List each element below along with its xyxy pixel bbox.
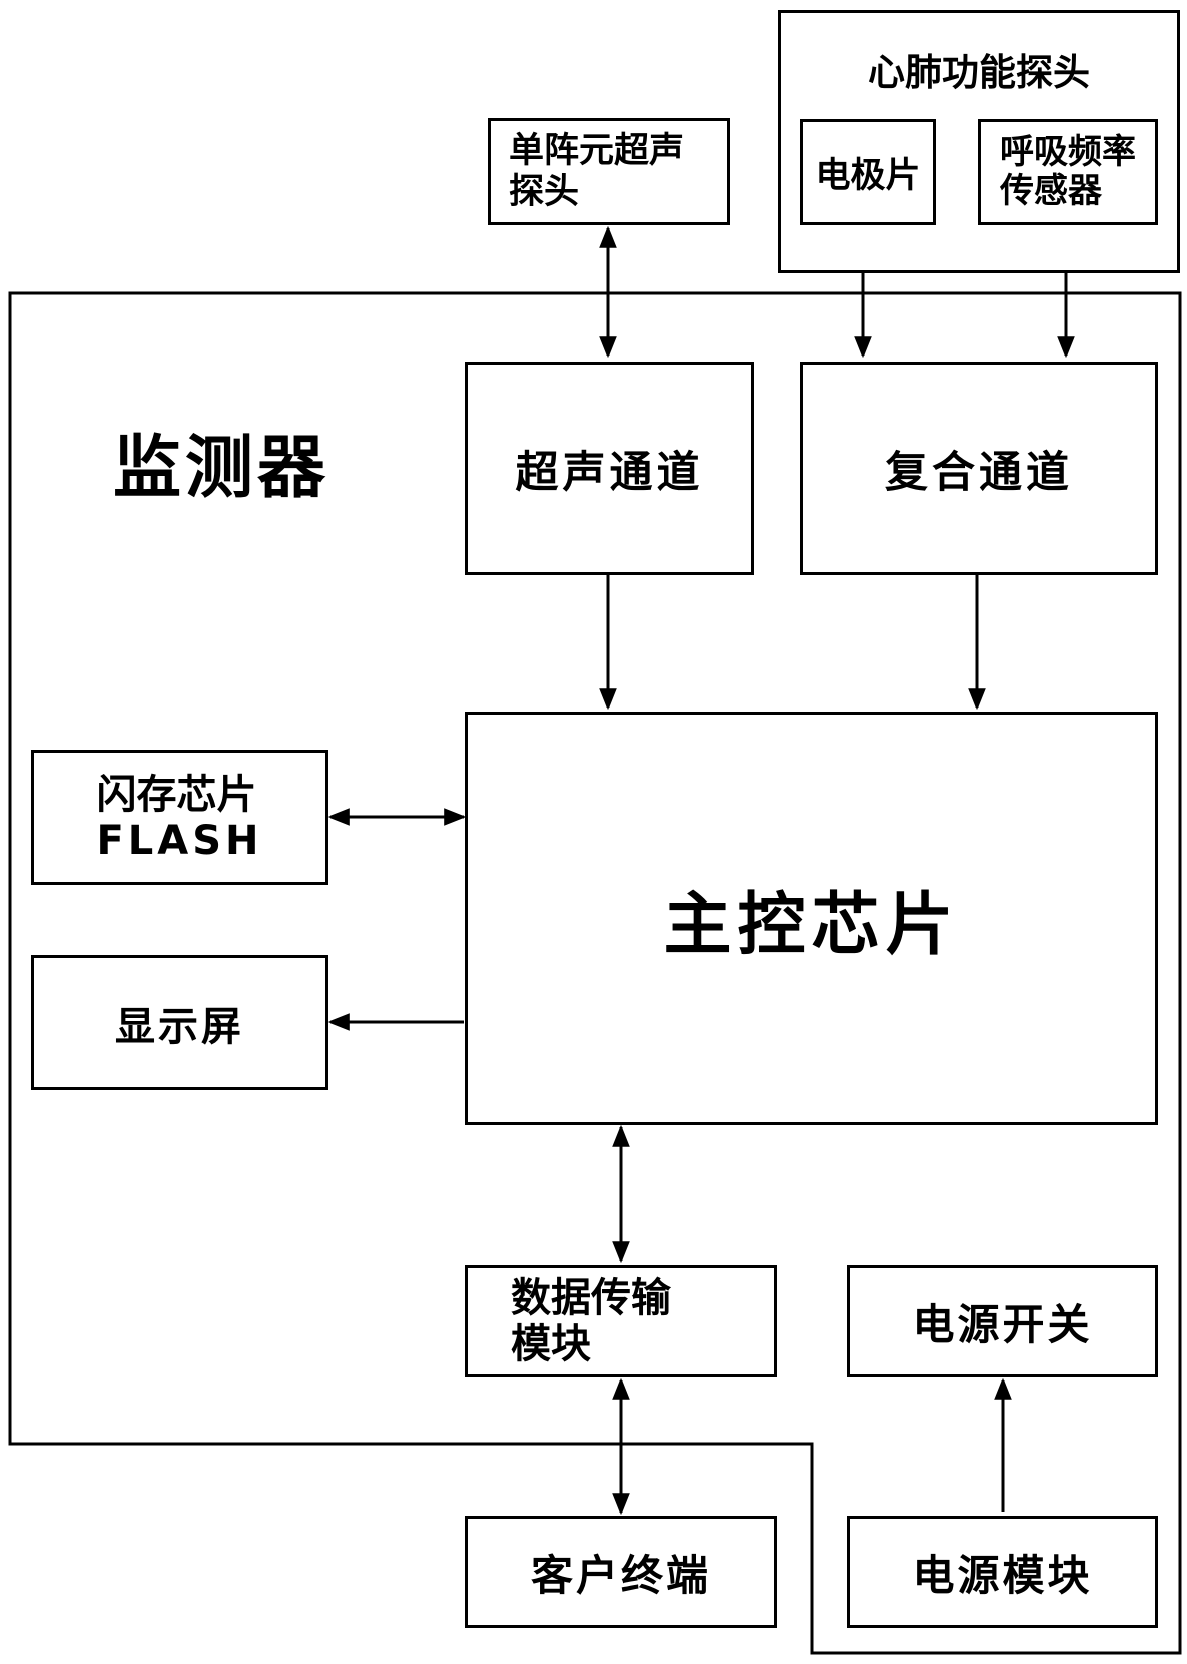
resp-sensor-label-line2: 传感器 <box>1000 172 1136 211</box>
main-chip-label: 主控芯片 <box>663 869 959 968</box>
composite-channel-box: 复合通道 <box>800 362 1158 575</box>
main-chip-box: 主控芯片 <box>465 712 1158 1125</box>
power-module-box: 电源模块 <box>847 1516 1158 1628</box>
ultrasound-probe-box: 单阵元超声 探头 <box>488 118 730 225</box>
flash-chip-box: 闪存芯片 FLASH <box>31 750 328 885</box>
electrode-box: 电极片 <box>800 119 936 225</box>
display-box: 显示屏 <box>31 955 328 1090</box>
monitor-label: 监测器 <box>113 412 329 511</box>
ultrasound-probe-line1: 单阵元超声 <box>509 131 709 171</box>
electrode-label: 电极片 <box>815 147 920 198</box>
display-label: 显示屏 <box>115 994 244 1052</box>
flash-chip-label-line2: FLASH <box>96 818 262 864</box>
power-switch-box: 电源开关 <box>847 1265 1158 1377</box>
cardio-probe-title: 心肺功能探头 <box>778 42 1180 96</box>
flash-chip-label-line1: 闪存芯片 <box>96 772 262 818</box>
ultrasound-probe-line2: 探头 <box>509 172 709 212</box>
ultrasound-channel-label: 超声通道 <box>516 438 704 500</box>
data-transfer-label-line2: 模块 <box>511 1321 731 1367</box>
power-module-label: 电源模块 <box>912 1542 1092 1603</box>
power-switch-label: 电源开关 <box>912 1291 1092 1352</box>
resp-sensor-box: 呼吸频率 传感器 <box>978 119 1158 225</box>
client-terminal-box: 客户终端 <box>465 1516 777 1628</box>
data-transfer-label-line1: 数据传输 <box>511 1275 731 1321</box>
data-transfer-box: 数据传输 模块 <box>465 1265 777 1377</box>
resp-sensor-label-line1: 呼吸频率 <box>1000 133 1136 172</box>
composite-channel-label: 复合通道 <box>885 438 1073 500</box>
ultrasound-channel-box: 超声通道 <box>465 362 754 575</box>
client-terminal-label: 客户终端 <box>531 1542 711 1603</box>
